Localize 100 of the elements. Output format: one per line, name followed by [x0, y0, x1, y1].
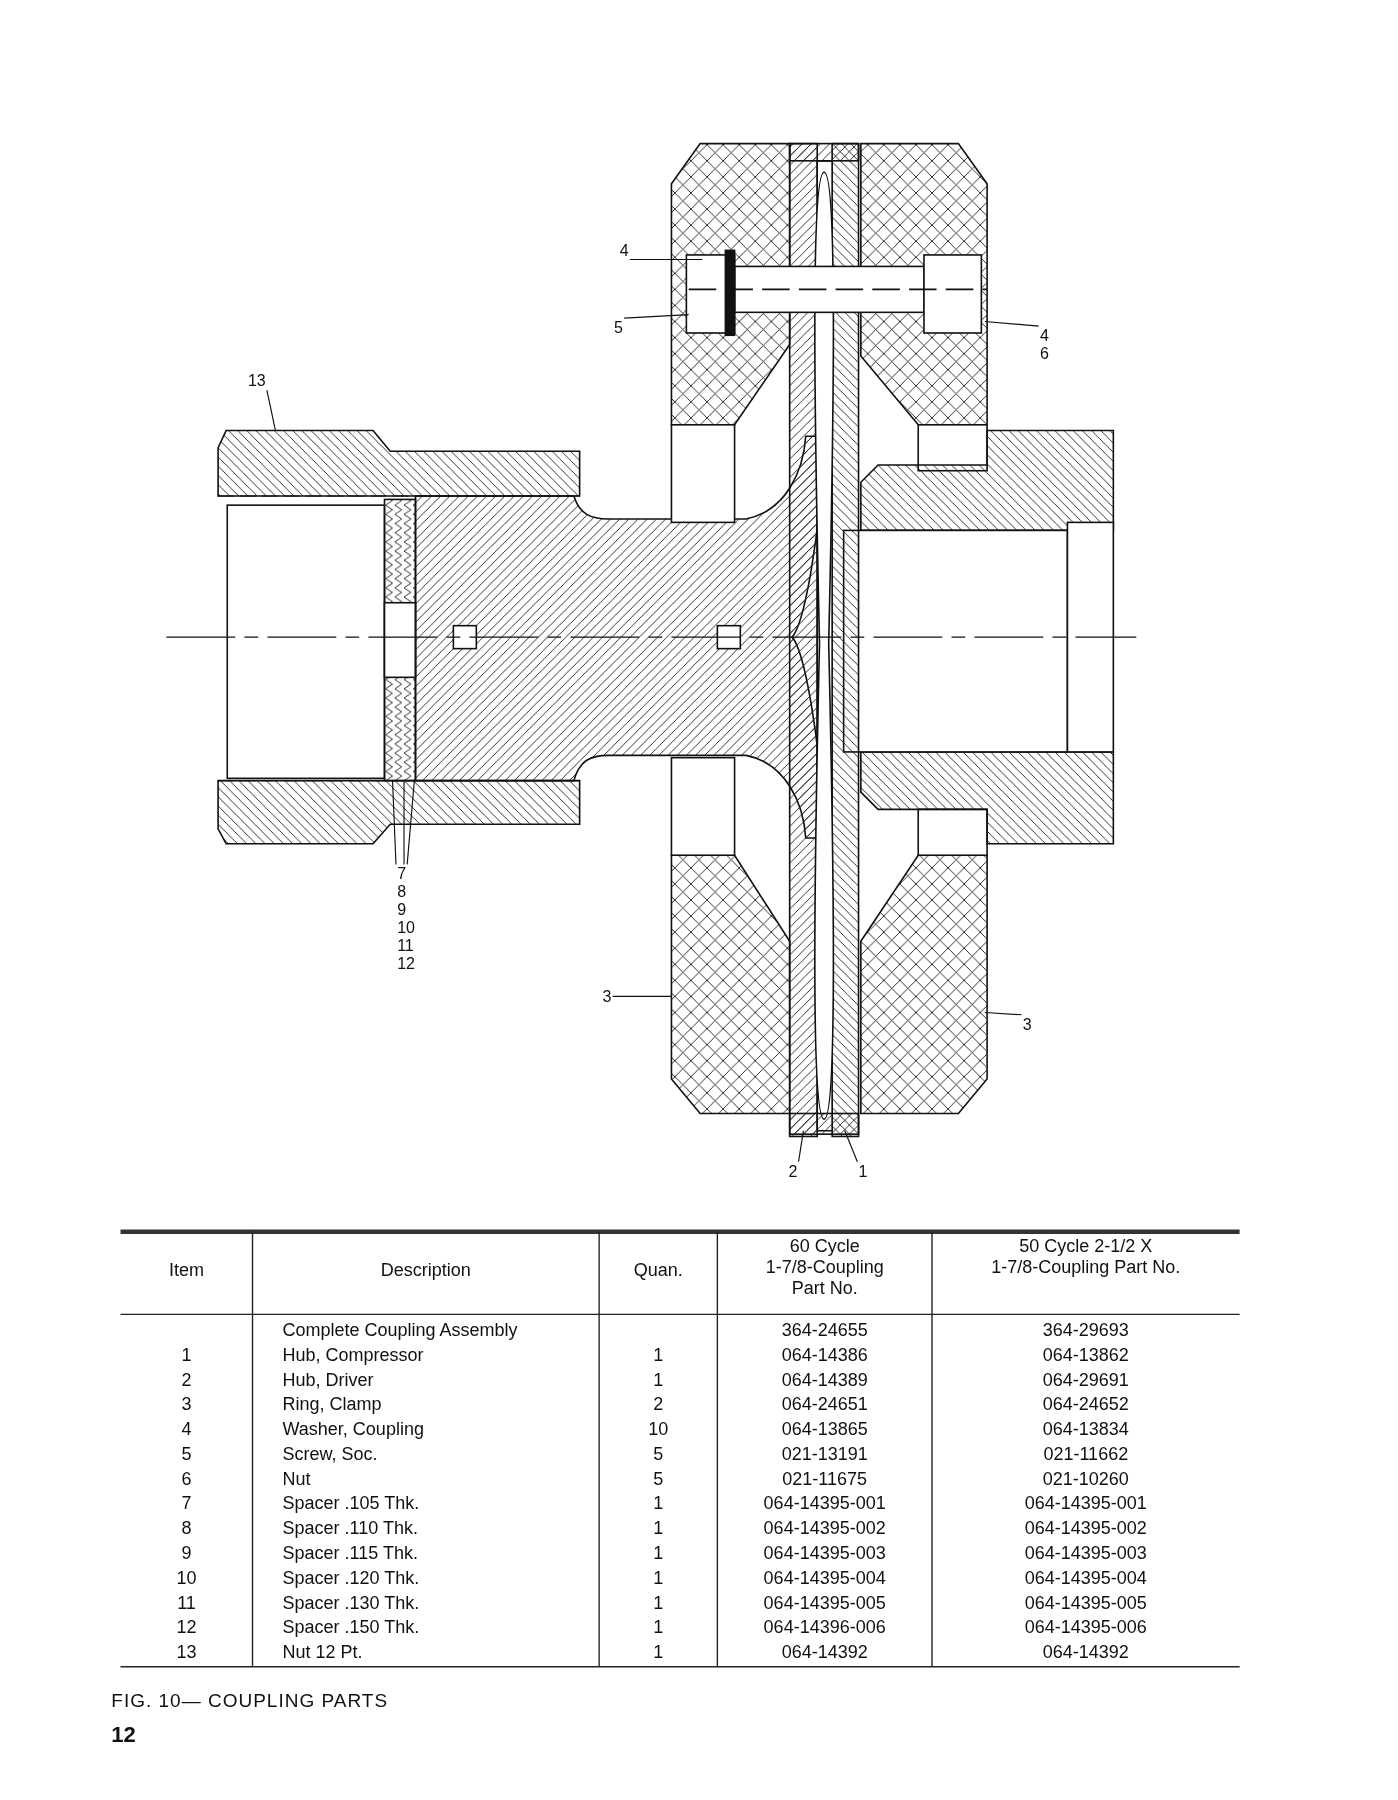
leader-line [984, 320, 1040, 327]
quantity: 1 [653, 1642, 664, 1663]
callout-number: 9 [397, 901, 407, 919]
column-header: 50 Cycle 2-1/2 X 1-7/8-Coupling Part No. [990, 1235, 1182, 1278]
part-number: 064-14386 [781, 1344, 868, 1365]
part-number: 064-14395-001 [1024, 1493, 1147, 1514]
leader-line [798, 1130, 805, 1163]
leader-line [403, 780, 405, 865]
part-number: 364-24655 [781, 1319, 868, 1340]
quantity: 1 [653, 1543, 664, 1564]
quantity: 5 [653, 1443, 664, 1464]
part-description: Spacer .130 Thk. [282, 1592, 420, 1613]
item-number: 6 [181, 1468, 192, 1489]
part-description: Spacer .120 Thk. [282, 1567, 420, 1588]
leader-line [844, 1130, 858, 1163]
item-number: 2 [181, 1369, 192, 1390]
quantity: 10 [648, 1419, 669, 1440]
part-number: 064-14395-004 [763, 1567, 886, 1588]
callout-number: 12 [397, 955, 415, 973]
part-number: 064-14392 [781, 1642, 868, 1663]
callout-number: 2 [788, 1162, 798, 1180]
column-header: Quan. [633, 1259, 683, 1280]
callout-number: 3 [1022, 1015, 1032, 1033]
item-number: 11 [177, 1592, 196, 1613]
part-number: 064-14395-002 [763, 1518, 886, 1539]
part-number: 064-13865 [781, 1419, 868, 1440]
part-number: 064-14389 [781, 1369, 868, 1390]
part-number: 064-13862 [1042, 1344, 1129, 1365]
callout-number: 11 [397, 937, 414, 955]
quantity: 1 [653, 1369, 664, 1390]
part-description: Spacer .150 Thk. [282, 1617, 420, 1638]
item-number: 3 [181, 1394, 192, 1415]
part-description: Spacer .105 Thk. [282, 1493, 420, 1514]
part-number: 064-14392 [1042, 1642, 1129, 1663]
part-description: Hub, Driver [282, 1369, 374, 1390]
part-number: 064-14395-003 [1024, 1543, 1147, 1564]
part-number: 064-14395-006 [1024, 1617, 1147, 1638]
part-number: 064-13834 [1042, 1419, 1129, 1440]
part-description: Ring, Clamp [282, 1394, 382, 1415]
part-number: 064-14395-001 [763, 1493, 886, 1514]
part-number: 064-14395-004 [1024, 1567, 1147, 1588]
leader-line [629, 258, 703, 261]
quantity: 2 [653, 1394, 664, 1415]
callout-number: 13 [247, 371, 266, 389]
item-number: 1 [181, 1344, 192, 1365]
callout-number: 6 [1039, 345, 1049, 363]
column-header: Item [169, 1259, 204, 1280]
part-number: 064-29691 [1042, 1369, 1129, 1390]
item-number: 4 [181, 1419, 192, 1440]
quantity: 1 [653, 1567, 664, 1588]
part-number: 021-13191 [781, 1443, 868, 1464]
quantity: 1 [653, 1518, 664, 1539]
part-number: 064-24652 [1042, 1394, 1129, 1415]
leader-line [406, 780, 415, 865]
part-number: 021-11662 [1043, 1443, 1129, 1464]
quantity: 1 [653, 1344, 664, 1365]
part-description: Nut [282, 1468, 311, 1489]
item-number: 7 [181, 1493, 192, 1514]
part-number: 064-14395-005 [763, 1592, 886, 1613]
part-number: 064-14395-005 [1024, 1592, 1147, 1613]
leader-line [623, 314, 690, 319]
item-number: 10 [176, 1567, 197, 1588]
column-header: Description [380, 1259, 471, 1280]
part-description: Complete Coupling Assembly [282, 1319, 518, 1340]
part-description: Spacer .110 Thk. [282, 1518, 418, 1539]
part-number: 064-14395-002 [1024, 1518, 1147, 1539]
part-number: 064-24651 [781, 1394, 868, 1415]
part-number: 021-10260 [1042, 1468, 1129, 1489]
quantity: 5 [653, 1468, 664, 1489]
leader-line [984, 1011, 1023, 1016]
item-number: 12 [176, 1617, 197, 1638]
page-number: 12 [111, 1721, 136, 1748]
callout-number: 10 [397, 919, 415, 937]
figure-caption: FIG. 10— COUPLING PARTS [111, 1689, 389, 1712]
item-number: 8 [181, 1518, 192, 1539]
quantity: 1 [653, 1592, 664, 1613]
quantity: 1 [653, 1493, 664, 1514]
part-description: Screw, Soc. [282, 1443, 378, 1464]
part-number: 064-14395-003 [763, 1543, 886, 1564]
part-number: 364-29693 [1042, 1319, 1129, 1340]
part-number: 021-11675 [782, 1468, 868, 1489]
part-number: 064-14396-006 [763, 1617, 886, 1638]
item-number: 9 [181, 1543, 192, 1564]
callout-number: 8 [397, 883, 407, 901]
column-header: 60 Cycle 1-7/8-Coupling Part No. [764, 1235, 885, 1299]
callout-number: 5 [614, 319, 623, 337]
item-number: 13 [176, 1642, 197, 1663]
part-description: Spacer .115 Thk. [282, 1543, 418, 1564]
callout-number: 1 [858, 1162, 868, 1180]
leader-line [266, 389, 277, 432]
quantity: 1 [653, 1617, 664, 1638]
callout-number: 4 [619, 242, 629, 260]
leader-line [612, 995, 673, 997]
callout-number: 4 [1039, 327, 1049, 345]
part-description: Hub, Compressor [282, 1344, 424, 1365]
callout-number: 7 [397, 865, 407, 883]
callout-number: 3 [602, 988, 612, 1006]
item-number: 5 [181, 1443, 192, 1464]
part-description: Washer, Coupling [282, 1419, 424, 1440]
part-description: Nut 12 Pt. [282, 1642, 363, 1663]
